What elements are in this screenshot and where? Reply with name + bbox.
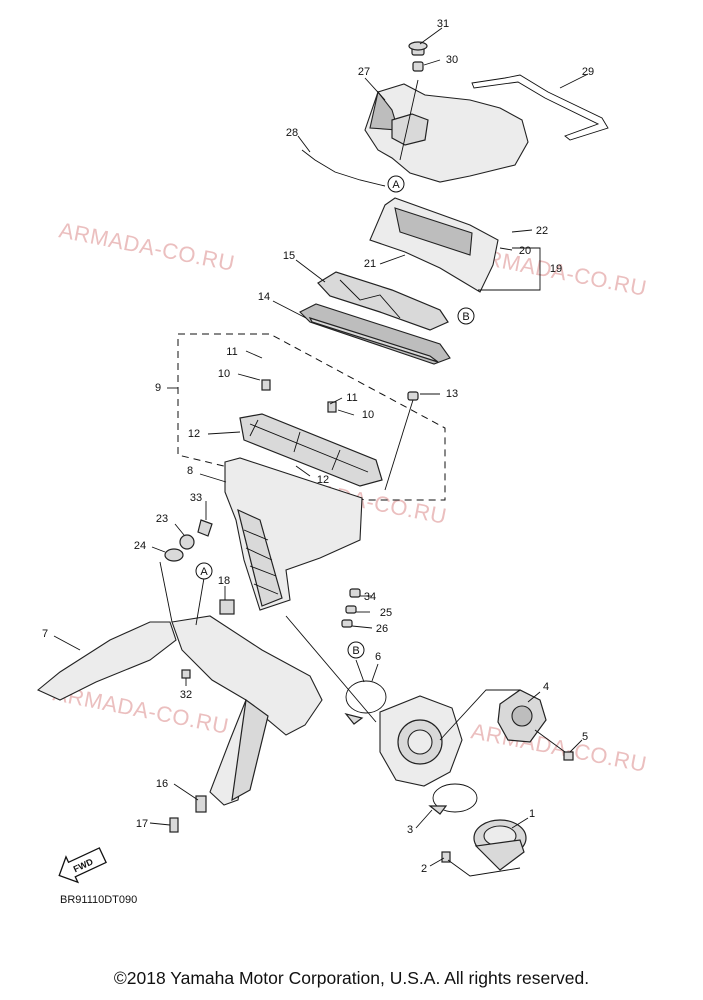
watermark: ARMADA-CO.RU xyxy=(57,217,237,276)
callout-number: 3 xyxy=(407,824,413,836)
callout-number: 15 xyxy=(283,250,295,262)
callout-number: 25 xyxy=(380,607,392,619)
part-29-trim xyxy=(471,74,609,141)
copyright-notice: ©2018 Yamaha Motor Corporation, U.S.A. A… xyxy=(113,968,590,988)
part-34-bolt xyxy=(349,588,361,598)
part-31-screw xyxy=(408,41,428,56)
callout-number: 2 xyxy=(421,863,427,875)
callout-number: 27 xyxy=(358,66,370,78)
callout-number: 13 xyxy=(446,388,458,400)
part-7-duct xyxy=(36,621,177,701)
diagram-code: BR91110DT090 xyxy=(60,894,137,906)
callout-number: 12 xyxy=(317,474,329,486)
leader-lines xyxy=(53,27,589,877)
callout-number: 9 xyxy=(155,382,161,394)
part-33-screw xyxy=(197,519,213,537)
part-14-filter xyxy=(299,303,451,365)
part-throttle-body xyxy=(379,695,463,787)
part-16-bracket xyxy=(195,795,207,813)
part-intake-pipe xyxy=(171,615,323,806)
callout-number: 22 xyxy=(536,225,548,237)
part-18-clip xyxy=(219,599,235,615)
callout-number: 6 xyxy=(375,651,381,663)
callout-number: 34 xyxy=(364,591,376,603)
part-3-clamp xyxy=(428,783,478,815)
callout-number: 19 xyxy=(550,263,562,275)
part-21-case-top xyxy=(369,197,499,293)
ref-marker-label: B xyxy=(462,311,469,323)
callout-number: 26 xyxy=(376,623,388,635)
callout-number: 8 xyxy=(187,465,193,477)
callout-number: 5 xyxy=(582,731,588,743)
ref-marker-label: A xyxy=(200,566,208,578)
part-2-screw xyxy=(441,851,451,863)
callout-number: 29 xyxy=(582,66,594,78)
ref-marker-label: B xyxy=(352,645,359,657)
callout-number: 10 xyxy=(218,368,230,380)
part-28-hose xyxy=(301,149,386,187)
callout-number: 1 xyxy=(529,808,535,820)
callout-number: 28 xyxy=(286,127,298,139)
callout-number: 31 xyxy=(437,18,449,30)
callout-number: 32 xyxy=(180,689,192,701)
part-1-joint xyxy=(473,819,527,871)
part-13-bolt xyxy=(384,391,419,491)
part-12-inner-frame xyxy=(239,379,383,487)
callout-number: 18 xyxy=(218,575,230,587)
callout-number: 33 xyxy=(190,492,202,504)
callout-number: 7 xyxy=(42,628,48,640)
ref-marker-b-top: B xyxy=(457,307,475,325)
callout-number: 11 xyxy=(346,392,357,404)
callout-number: 14 xyxy=(258,291,270,303)
part-8-lower-airbox xyxy=(224,457,363,611)
part-5-screw xyxy=(563,751,574,761)
callout-labels: 31 30 27 29 28 22 20 21 19 15 14 11 10 9… xyxy=(42,18,594,875)
ref-marker-label: A xyxy=(392,179,400,191)
ref-marker-a-top: A xyxy=(387,175,405,193)
part-15-frame xyxy=(317,271,449,331)
callout-number: 23 xyxy=(156,513,168,525)
part-9-group-outline xyxy=(177,333,446,501)
part-26-washer xyxy=(341,619,353,628)
callout-number: 12 xyxy=(188,428,200,440)
callout-number: 21 xyxy=(364,258,376,270)
callout-number: 20 xyxy=(519,245,531,257)
fwd-arrow-icon: FWD xyxy=(58,847,107,884)
part-6-clamp xyxy=(344,680,387,725)
callout-number: 16 xyxy=(156,778,168,790)
part-4-sensor xyxy=(497,689,547,743)
callout-number: 10 xyxy=(362,409,374,421)
part-30-grommet xyxy=(412,61,424,72)
part-23-nut xyxy=(179,534,195,550)
callout-number: 30 xyxy=(446,54,458,66)
part-24-grommet xyxy=(164,548,184,562)
part-17-bolt xyxy=(169,817,179,833)
ref-marker-a-bottom: A xyxy=(195,562,213,580)
callout-number: 4 xyxy=(543,681,549,693)
ref-marker-b-bottom: B xyxy=(347,641,365,659)
part-32-screw xyxy=(181,669,191,679)
callout-number: 17 xyxy=(136,818,148,830)
part-27-cover xyxy=(364,79,529,183)
part-25-washer xyxy=(345,605,357,614)
callout-number: 11 xyxy=(226,346,237,358)
callout-number: 24 xyxy=(134,540,146,552)
